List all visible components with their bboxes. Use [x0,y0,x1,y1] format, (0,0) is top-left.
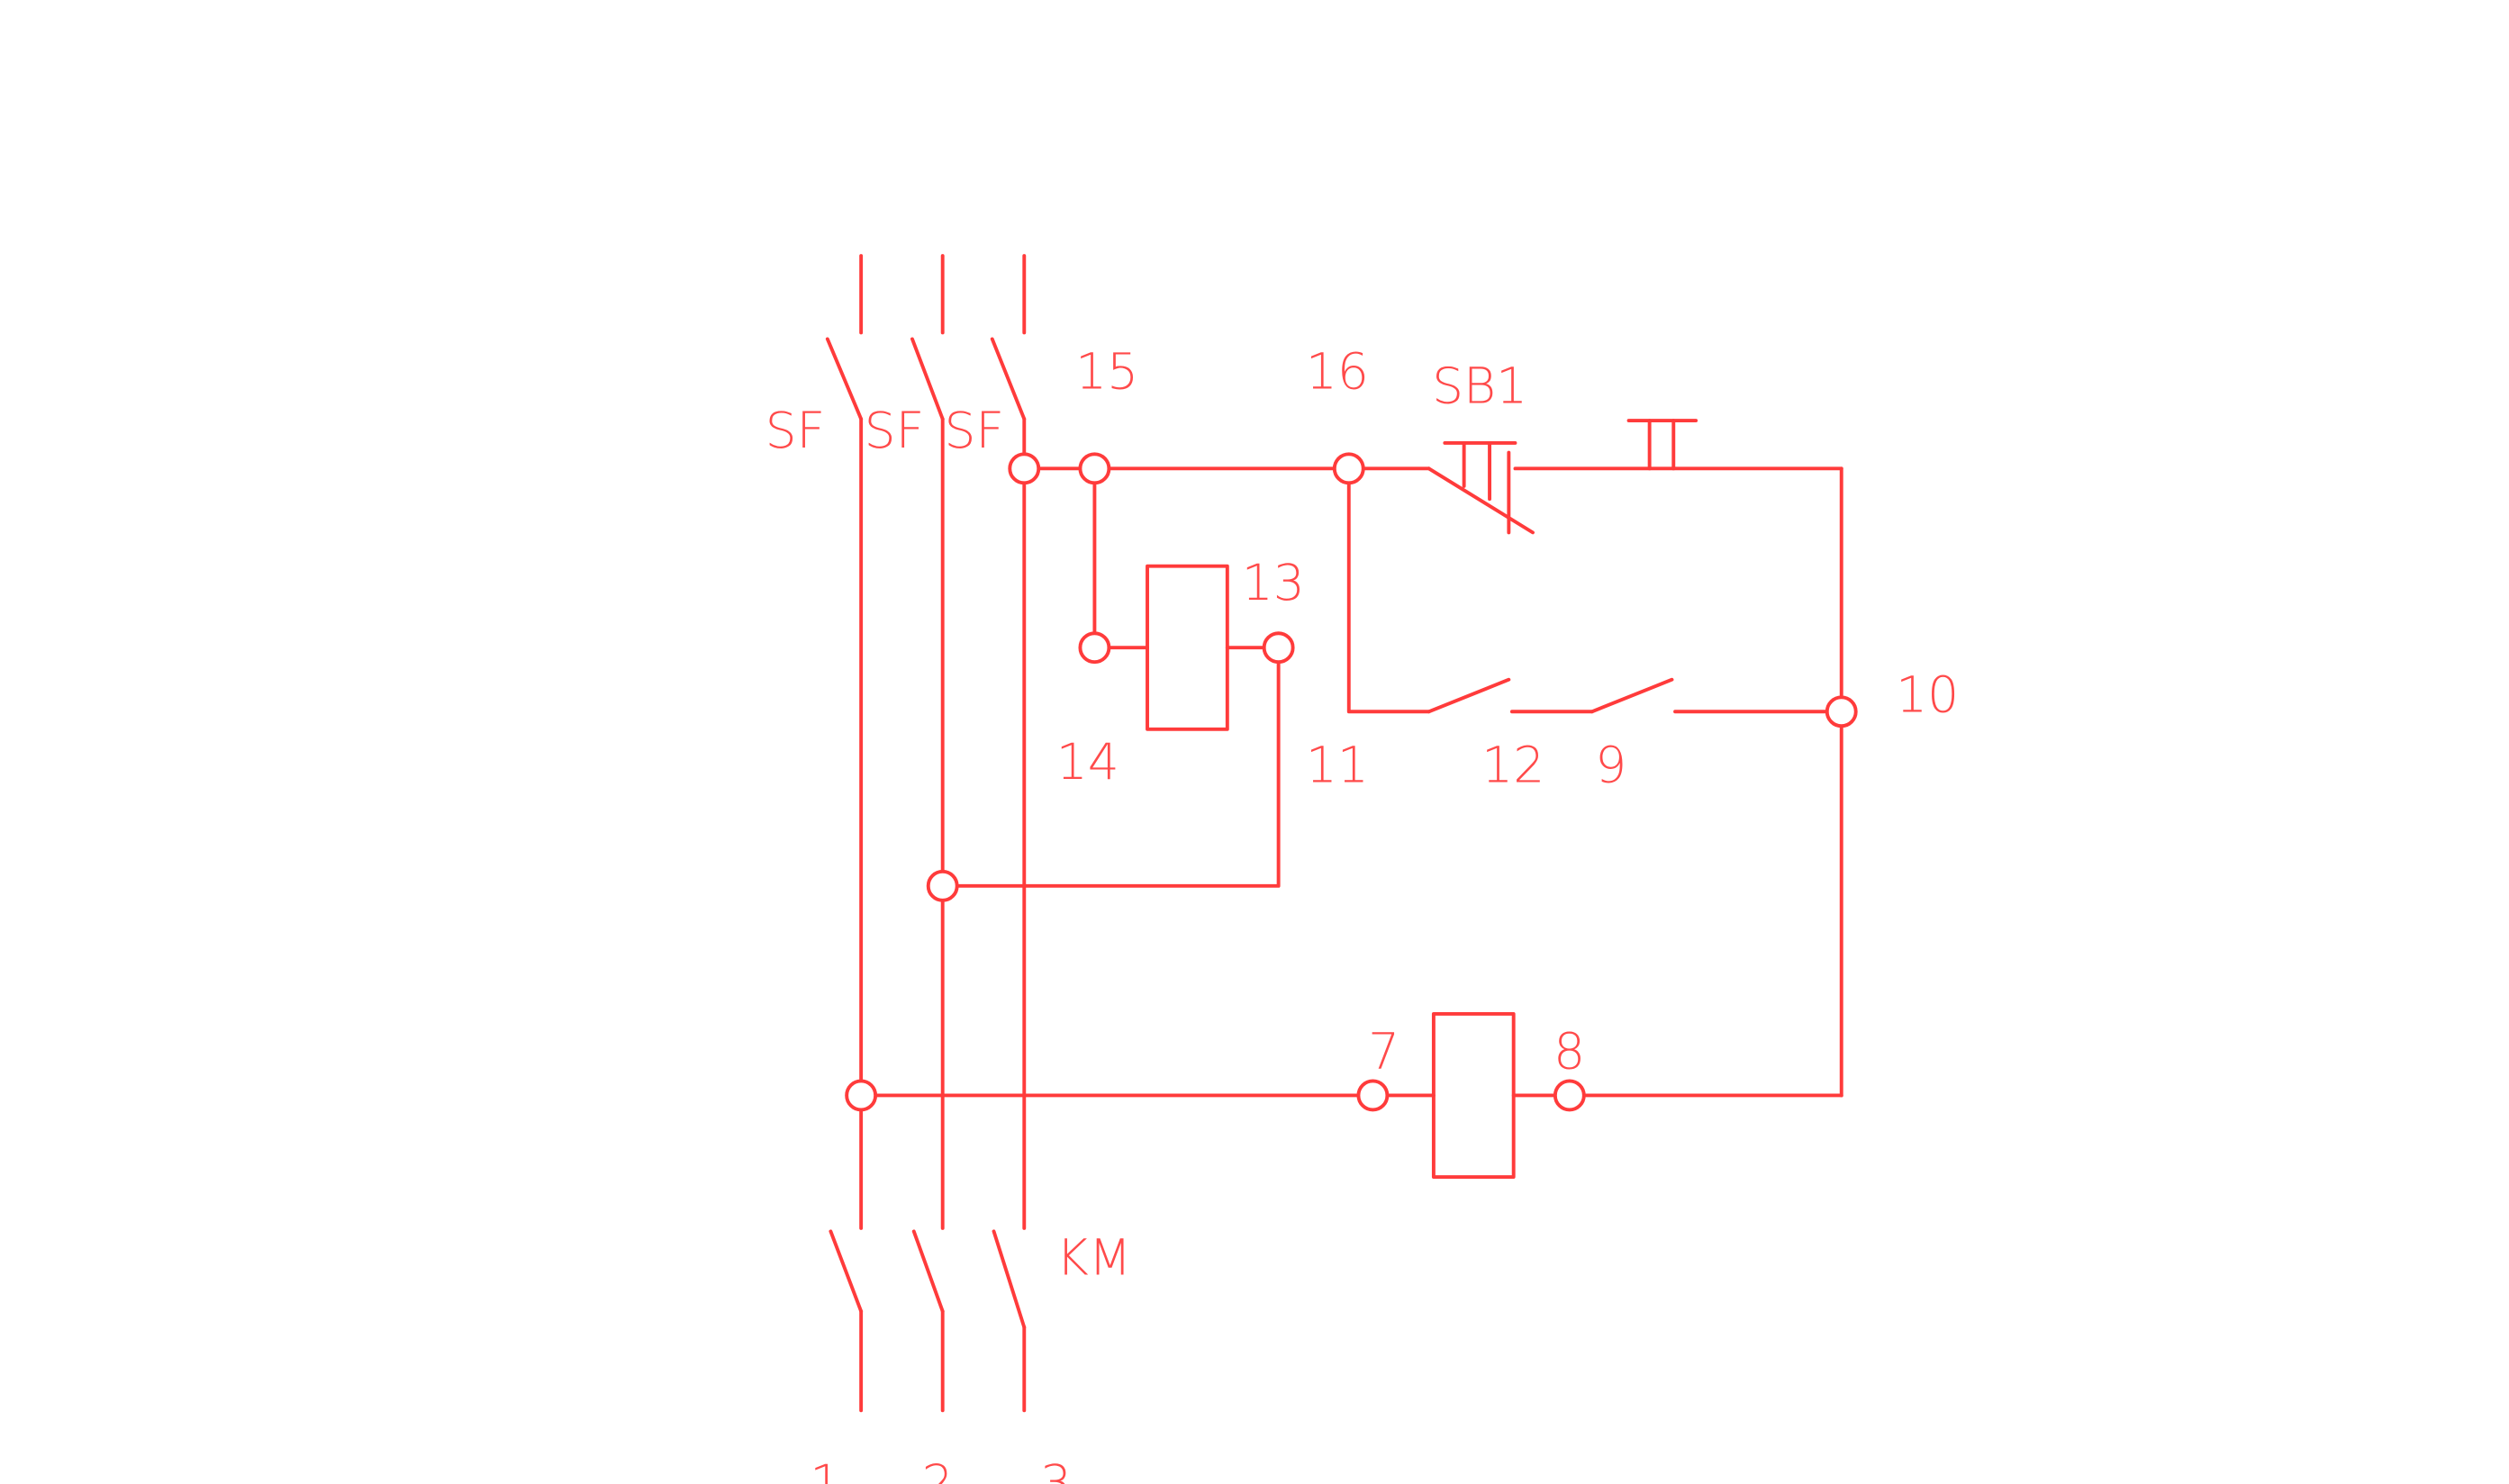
label-14: 14 [1056,733,1119,791]
label-12: 12 [1481,736,1544,793]
labels: SF SF SF 15 16 SB1 13 14 11 12 9 10 7 8 … [765,343,1960,1484]
contact-11-12 [1427,677,1511,714]
sf-breaker-2-blade [910,337,945,421]
km-contact-2-blade [911,1229,945,1314]
label-16: 16 [1306,343,1369,401]
label-sf-3: SF [944,402,1004,459]
start-button-cap [1626,419,1698,471]
wire-13-phase2 [940,646,1281,888]
label-sf-1: SF [765,402,826,459]
sb1-contact [1427,466,1535,535]
terminal-phase3-tap[interactable] [1008,452,1041,485]
terminal-phase1-tap[interactable] [845,1079,878,1112]
label-phase-3: 3 [1040,1454,1072,1484]
label-phase-1: 1 [810,1454,841,1484]
terminal-13[interactable] [1262,631,1295,665]
km-coil-box [1431,1011,1516,1179]
label-km: KM [1056,1228,1132,1286]
label-10: 10 [1896,665,1959,723]
label-phase-2: 2 [922,1454,954,1484]
label-15: 15 [1075,343,1138,401]
label-sf-2: SF [865,402,925,459]
label-sb1: SB1 [1432,357,1527,415]
sf-breaker-3-blade [990,337,1027,421]
contact-9 [1590,677,1674,714]
km-contact-3-blade [992,1229,1027,1329]
terminal-10[interactable] [1825,695,1858,728]
terminal-phase2-tap[interactable] [926,869,959,902]
sb1-button-cap [1443,440,1517,502]
control-circuit [859,419,1843,1098]
label-9: 9 [1595,736,1626,793]
label-13: 13 [1242,554,1305,611]
phase-lines [825,254,1027,1413]
terminal-14[interactable] [1078,631,1111,665]
label-8: 8 [1553,1022,1585,1080]
terminal-7[interactable] [1356,1079,1390,1112]
label-7: 7 [1368,1022,1399,1080]
terminal-15[interactable] [1078,452,1111,485]
terminal-16[interactable] [1332,452,1365,485]
sf-breaker-1-blade [825,337,864,421]
terminal-8[interactable] [1553,1079,1586,1112]
relay-coil-box [1146,564,1229,731]
km-contact-1-blade [829,1229,864,1314]
wire-16-11 [1346,466,1431,714]
label-11: 11 [1306,736,1369,793]
terminal-nodes [845,452,1858,1112]
